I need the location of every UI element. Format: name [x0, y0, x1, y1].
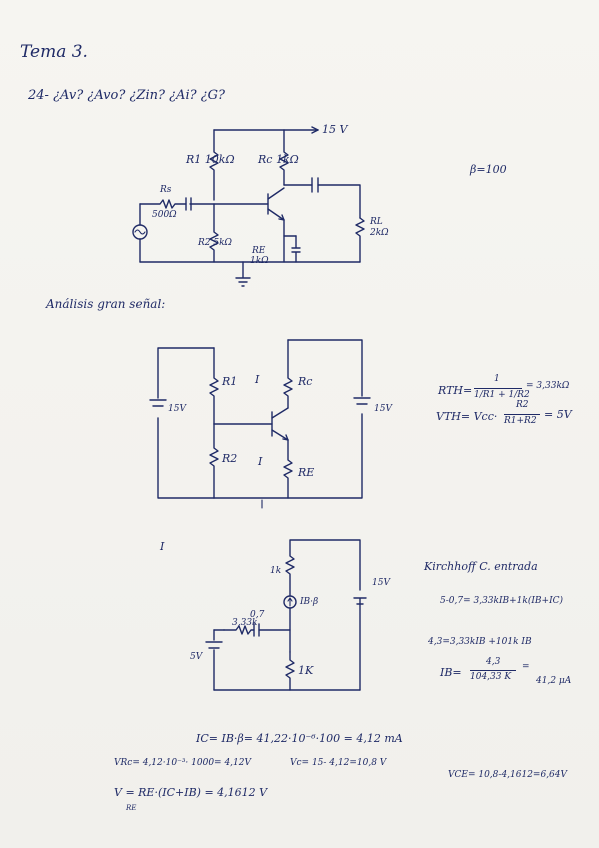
kirchhoff-heading: Kirchhoff C. entrada [424, 560, 538, 573]
mark-3: I [160, 540, 165, 553]
vth-denominator: R1+R2 [504, 416, 537, 426]
kirchhoff-eq2: 4,3=3,33kIB +101k IB [428, 637, 532, 647]
re-value: 1kΩ [250, 256, 269, 266]
re-label: RE [252, 246, 266, 256]
beta-label: β=100 [470, 163, 507, 176]
vth-numerator: R2 [516, 400, 529, 410]
v-right-label: 15V [374, 404, 392, 414]
ib-numerator: 4,3 [486, 657, 501, 667]
re-dc-label: RE [298, 466, 315, 479]
rth-fraction-bar [474, 388, 522, 389]
vth3-label: 5V [190, 652, 203, 662]
rs-value: 500Ω [152, 210, 177, 220]
ib-label: IB= [440, 666, 462, 679]
mark-2: I [258, 455, 263, 468]
vbe-label: 0,7 [250, 610, 265, 620]
ve-equation: V = RE·(IC+IB) = 4,1612 V [114, 786, 268, 799]
ib-denominator: 104,33 K [470, 672, 512, 682]
vce-equation: VCE= 10,8-4,1612=6,64V [448, 770, 568, 780]
ib-fraction-bar [470, 670, 516, 671]
ib-result: 41,2 μA [536, 676, 572, 686]
current-source-label: IB·β [300, 597, 319, 607]
re3-label: 1K [298, 664, 314, 677]
ve-subscript: RE [126, 804, 137, 812]
r2-dc-label: R2 [222, 452, 238, 465]
r1-label: R1 10kΩ [186, 153, 235, 166]
rth3-label: 3,33k [232, 618, 258, 628]
vrc-equation: VRc= 4,12·10⁻³· 1000= 4,12V [114, 758, 251, 768]
rth-denominator: 1/R1 + 1/R2 [474, 390, 530, 400]
page-title: Tema 3. [20, 42, 88, 62]
rth-label: RTH= [438, 384, 473, 397]
kirchhoff-eq1: 5-0,7= 3,33kIB+1k(IB+IC) [440, 596, 564, 606]
rl-value: 2kΩ [370, 228, 389, 238]
vc-equation: Vc= 15- 4,12=10,8 V [290, 758, 387, 768]
r1-dc-label: R1 [222, 375, 238, 388]
rl-label: RL [370, 217, 383, 227]
rth-result: = 3,33kΩ [526, 381, 570, 391]
rth-numerator: 1 [494, 374, 500, 384]
question-line: 24- ¿Av? ¿Avo? ¿Zin? ¿Ai? ¿G? [28, 88, 226, 103]
vth-fraction-bar [504, 414, 540, 415]
rc-label: Rc 1kΩ [258, 153, 299, 166]
vcc-label: 15 V [322, 123, 348, 136]
r2-label: R2 5kΩ [198, 238, 233, 248]
r-top-label: 1k [270, 566, 282, 576]
v-left-label: 15V [168, 404, 186, 414]
mark-1: I [255, 373, 260, 386]
ib-equals: = [522, 662, 530, 672]
ic-equation: IC= IB·β= 41,22·10⁻⁶·100 = 4,12 mA [196, 732, 403, 745]
rs-label: Rs [160, 185, 172, 195]
vcc3-label: 15V [372, 578, 390, 588]
vth-label: VTH= Vcc· [436, 410, 498, 423]
section-dc-heading: Análisis gran señal: [46, 297, 166, 311]
vth-result: = 5V [544, 408, 572, 421]
rc-dc-label: Rc [298, 375, 313, 388]
